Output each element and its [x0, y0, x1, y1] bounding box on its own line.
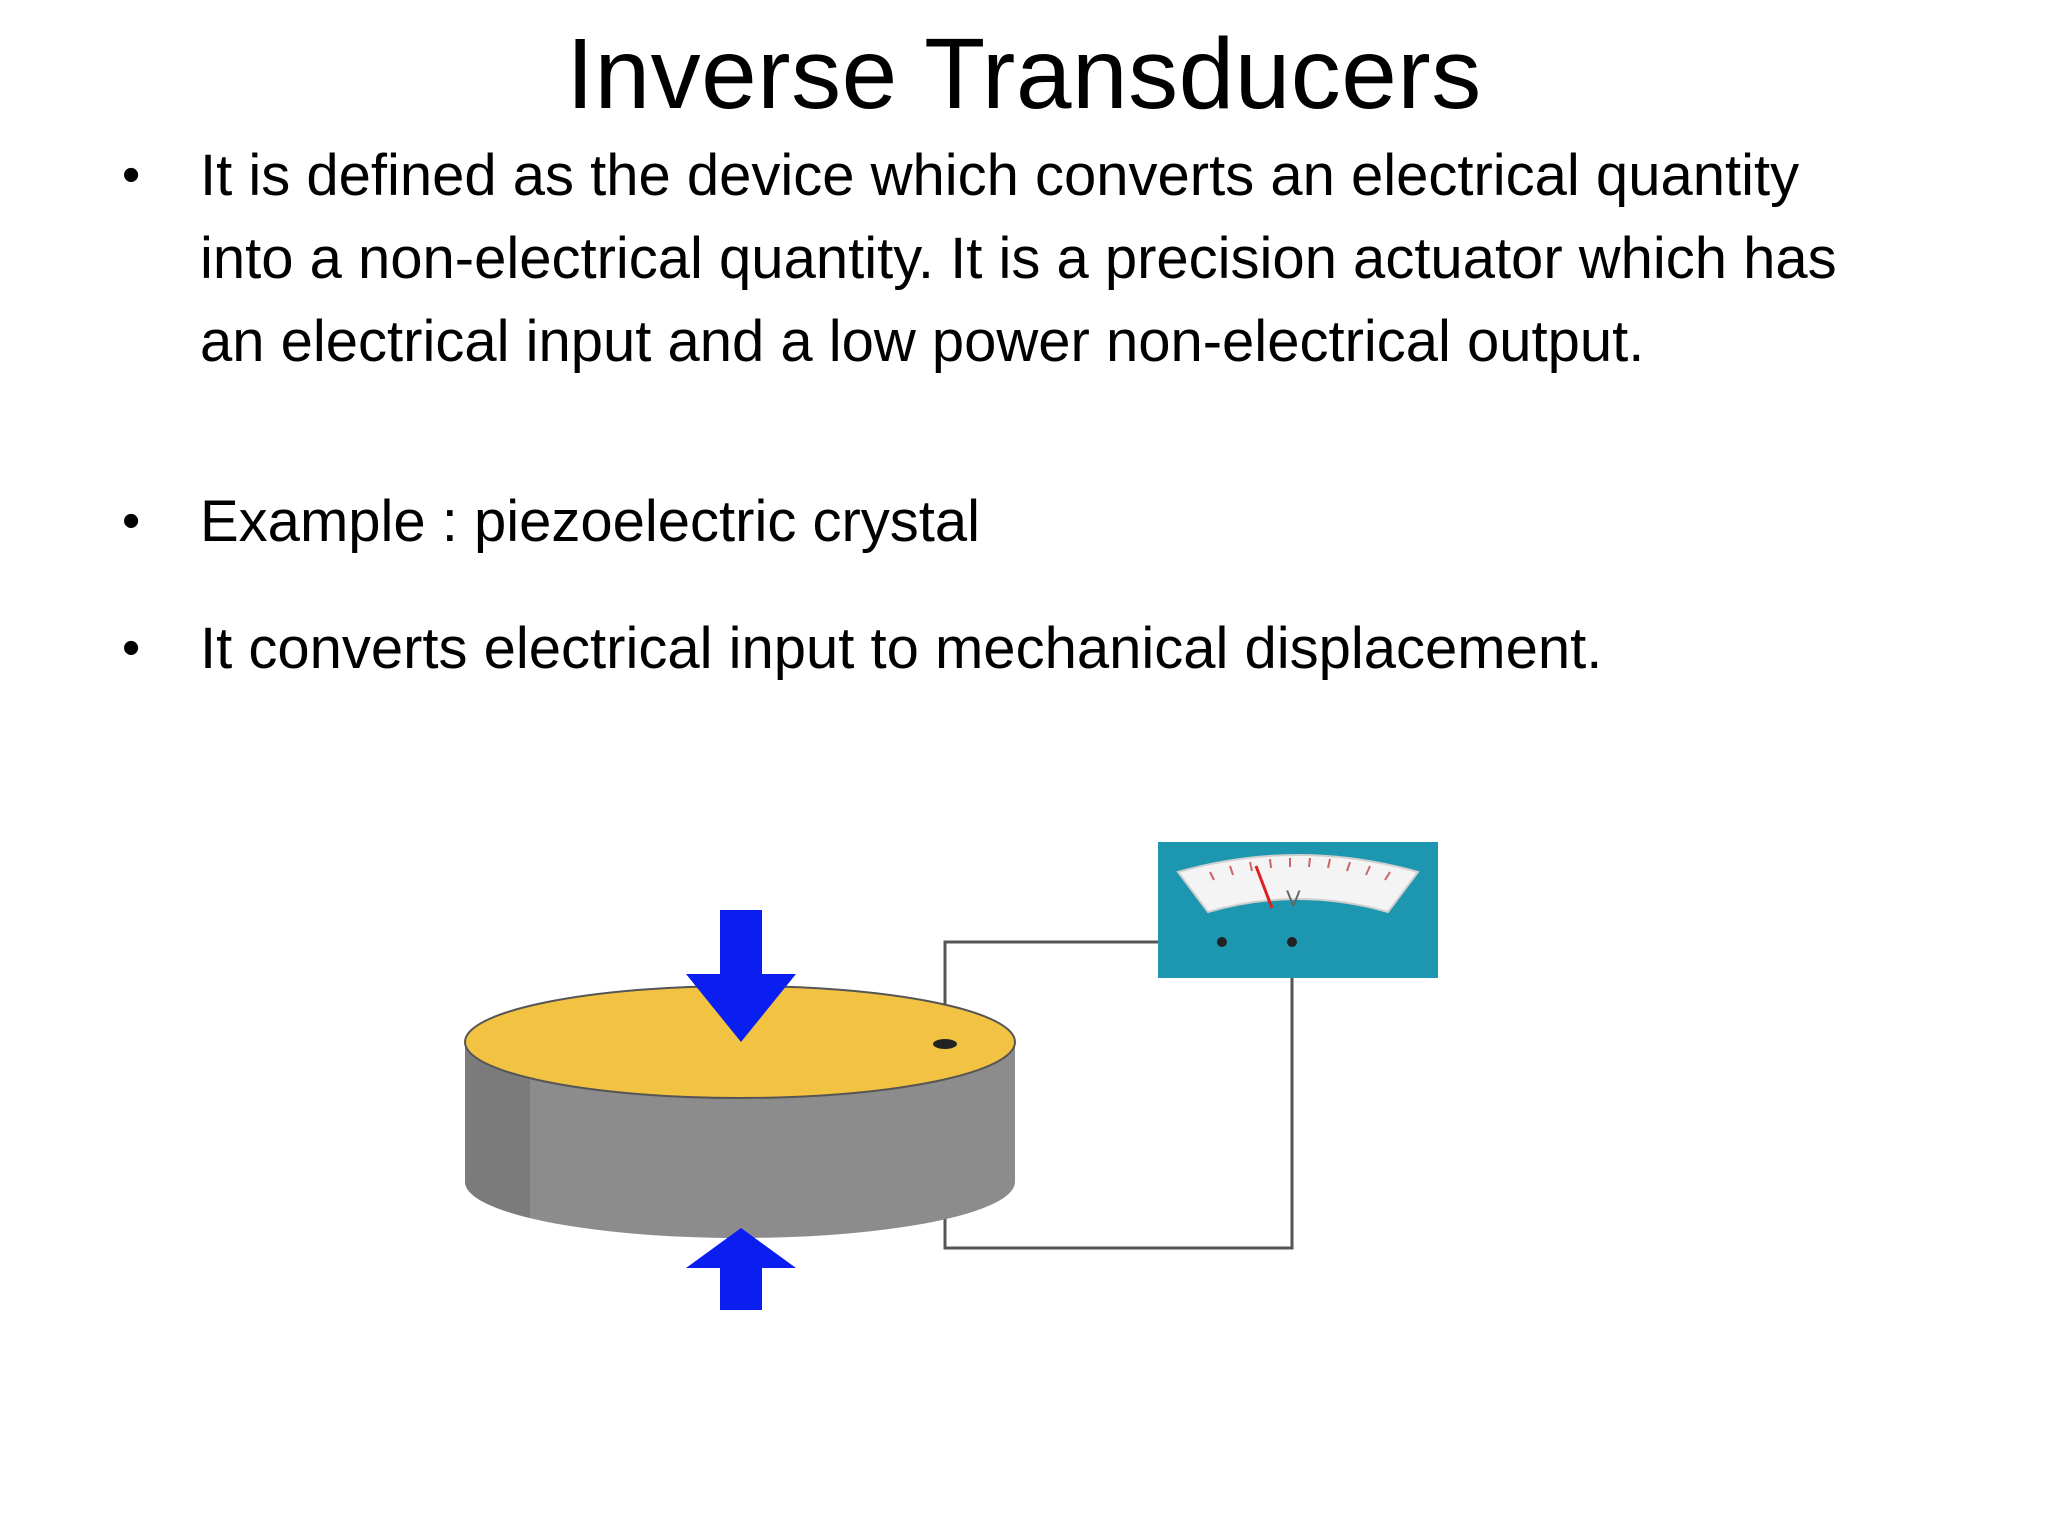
bullet-text: It converts electrical input to mechanic…	[200, 616, 1603, 681]
force-arrow-up-icon	[686, 1228, 796, 1310]
voltmeter-icon: V	[1158, 842, 1438, 978]
meter-terminal-right	[1287, 937, 1297, 947]
piezo-crystal-icon	[464, 985, 1016, 1238]
bullet-conversion: • It converts electrical input to mechan…	[122, 607, 1900, 690]
meter-scale-ticks	[1209, 857, 1391, 881]
electrode-terminal	[933, 1039, 957, 1049]
slide-title: Inverse Transducers	[566, 18, 1482, 130]
meter-dial	[1176, 854, 1420, 914]
meter-unit-label: V	[1286, 886, 1301, 911]
piezo-diagram: V	[464, 842, 1438, 1310]
force-arrow-up	[686, 1228, 796, 1310]
crystal-shade	[465, 1042, 530, 1218]
bullet-text: It is defined as the device which conver…	[200, 143, 1837, 374]
bullet-marker: •	[122, 619, 141, 677]
bullet-text: Example : piezoelectric crystal	[200, 489, 981, 554]
bullet-marker: •	[122, 492, 141, 550]
bullet-definition: • It is defined as the device which conv…	[122, 134, 1900, 383]
bullet-marker: •	[122, 146, 141, 204]
force-arrow-down	[686, 910, 796, 1042]
meter-needle	[1254, 865, 1274, 909]
force-arrow-down-icon	[686, 910, 796, 1042]
meter-terminal-left	[1217, 937, 1227, 947]
bullet-example: • Example : piezoelectric crystal	[122, 480, 1900, 563]
